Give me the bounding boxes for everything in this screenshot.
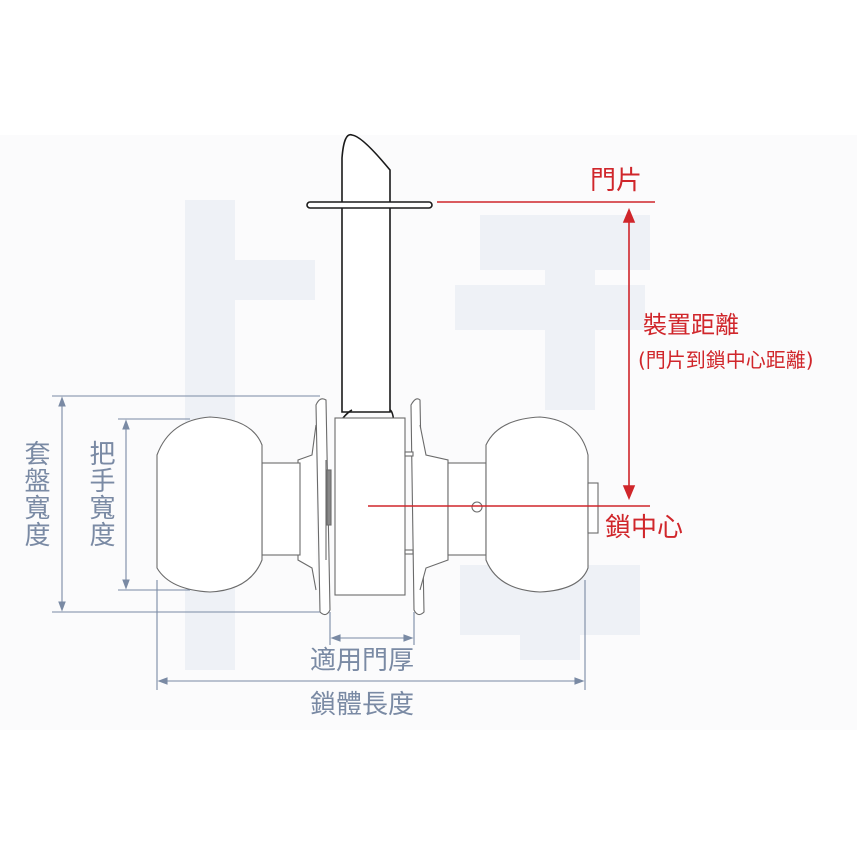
rose-width-label: 套盤寬度: [20, 440, 50, 548]
door-edge-label: 門片: [590, 166, 643, 196]
dimension-lines: [52, 395, 586, 690]
lock-length-label: 鎖體長度: [310, 690, 415, 720]
background-band: [0, 135, 857, 730]
backset-note-label: (門片到鎖中心距離): [638, 348, 814, 372]
knob-width-label: 把手寬度: [85, 440, 115, 548]
latch-bolt: [341, 133, 391, 413]
right-knob: [447, 416, 599, 593]
lock-center-label: 鎖中心: [605, 513, 684, 543]
door-thickness-label: 適用門厚: [310, 646, 415, 676]
left-knob: [156, 416, 301, 593]
annotation-lines: [368, 201, 655, 507]
backset-label: 裝置距離: [643, 311, 739, 339]
face-plate: [306, 201, 433, 209]
